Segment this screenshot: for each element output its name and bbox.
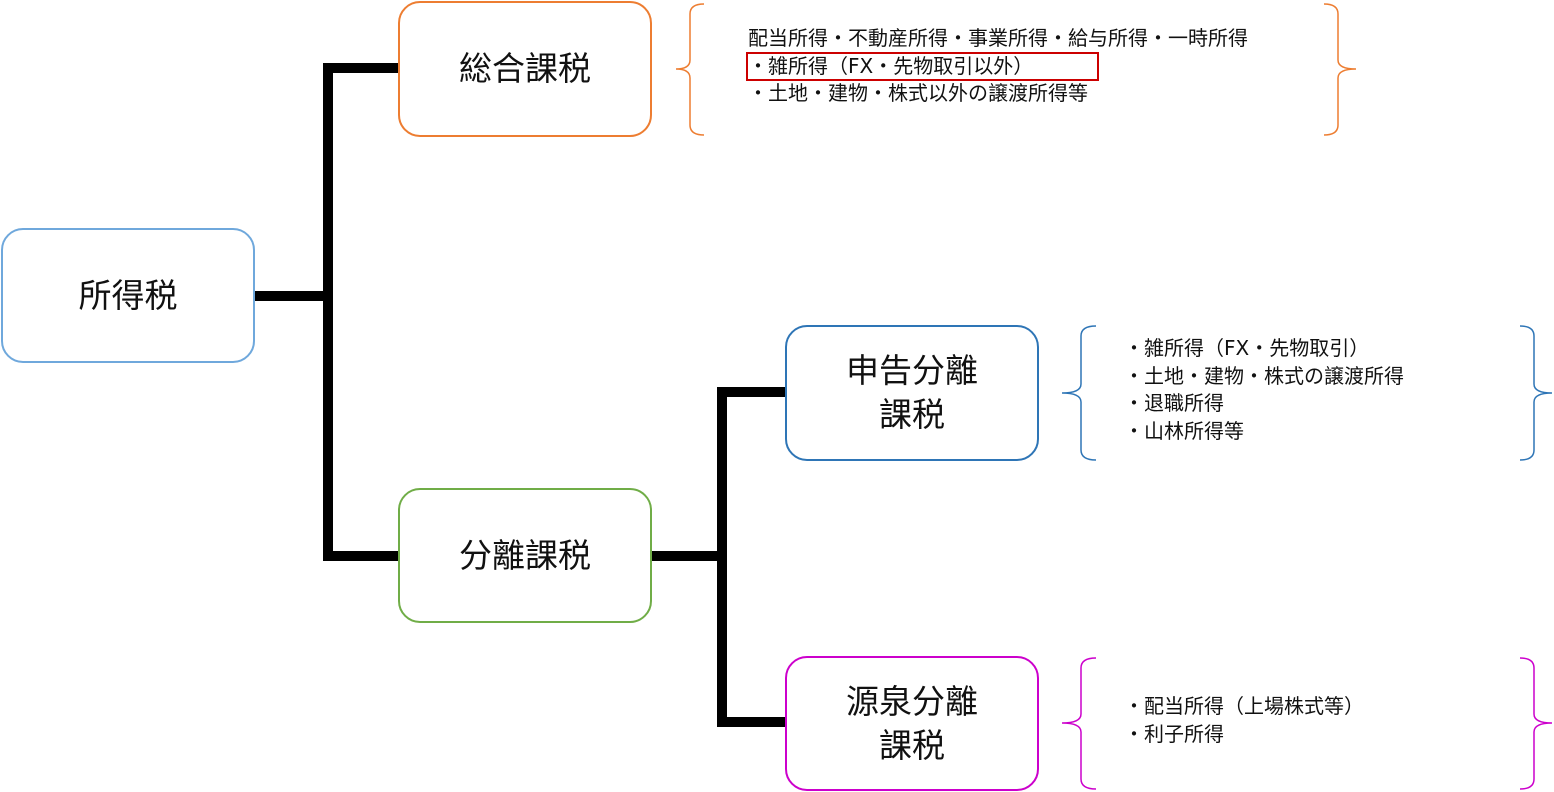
detail-item: ・利子所得 <box>1124 721 1224 746</box>
node-income-tax: 所得税 <box>1 228 255 363</box>
connector <box>323 63 333 561</box>
bracket-shinkoku-right <box>1519 325 1553 461</box>
details-comprehensive: 配当所得・不動産所得・事業所得・給与所得・一時所得 ・雑所得（FX・先物取引以外… <box>748 25 1248 108</box>
connector <box>323 551 399 561</box>
detail-item: ・配当所得（上場株式等） <box>1124 694 1364 718</box>
connector <box>651 551 727 561</box>
connector <box>254 291 328 301</box>
node-label: 申告分離 <box>846 351 978 390</box>
node-label: 所得税 <box>78 275 178 315</box>
detail-item: 配当所得・不動産所得・事業所得・給与所得・一時所得 <box>748 26 1248 50</box>
node-label: 総合課税 <box>459 49 591 88</box>
details-withholding: ・配当所得（上場株式等） ・利子所得 <box>1124 693 1364 748</box>
detail-item: ・土地・建物・株式以外の譲渡所得等 <box>748 81 1088 105</box>
bracket-gensen-right <box>1519 657 1553 790</box>
connector <box>717 387 727 727</box>
connector <box>717 717 786 727</box>
node-comprehensive-taxation: 総合課税 <box>398 1 652 137</box>
node-withholding-separate-taxation: 源泉分離課税 <box>785 656 1039 791</box>
node-label: 源泉分離 <box>846 681 978 721</box>
bracket-gensen-left <box>1061 657 1097 790</box>
detail-item: ・退職所得 <box>1124 391 1224 415</box>
detail-item: ・雑所得（FX・先物取引） <box>1124 336 1370 360</box>
bracket-shinkoku-left <box>1061 325 1097 461</box>
bracket-sogo-left <box>675 3 705 136</box>
detail-item: ・山林所得等 <box>1124 418 1244 443</box>
details-self-assessed: ・雑所得（FX・先物取引） ・土地・建物・株式の譲渡所得 ・退職所得 ・山林所得… <box>1124 335 1404 445</box>
connector <box>717 387 786 397</box>
node-label: 課税 <box>879 395 945 434</box>
node-self-assessed-separate-taxation: 申告分離課税 <box>785 325 1039 461</box>
node-label: 課税 <box>879 725 945 765</box>
connector <box>323 63 399 73</box>
node-label: 分離課税 <box>459 535 591 575</box>
detail-item-highlighted: ・雑所得（FX・先物取引以外） <box>748 53 1034 78</box>
node-separate-taxation: 分離課税 <box>398 488 652 623</box>
detail-item: ・土地・建物・株式の譲渡所得 <box>1124 363 1404 388</box>
bracket-sogo-right <box>1323 3 1357 136</box>
highlight-box <box>746 52 1099 81</box>
